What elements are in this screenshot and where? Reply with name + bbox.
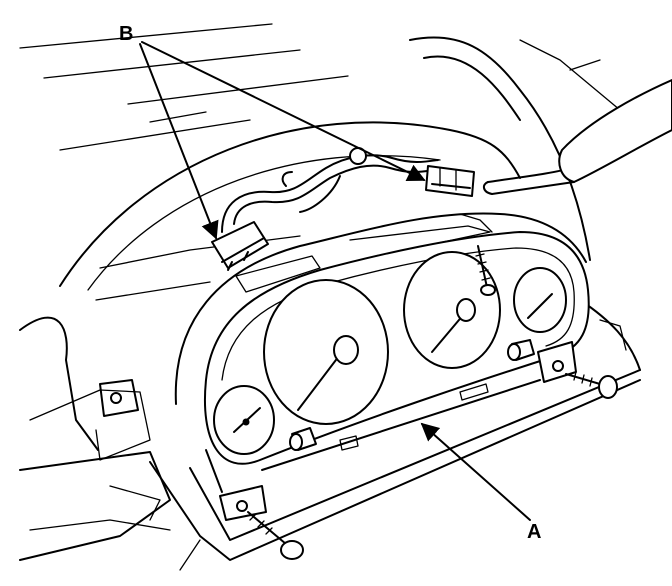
callout-b-leader-left — [139, 43, 219, 240]
callout-b: B — [119, 23, 426, 240]
callout-a-label: A — [527, 521, 541, 543]
mounting-screw-right — [565, 371, 618, 399]
mounting-screw-bottom — [247, 511, 304, 560]
screwdriver — [482, 79, 672, 195]
harness-connector-left — [211, 221, 269, 271]
callout-a: A — [420, 422, 541, 543]
wiring-harness — [221, 147, 439, 233]
callout-b-label: B — [119, 23, 133, 45]
dashboard-background — [19, 23, 641, 571]
mounting-screw-top — [475, 245, 496, 296]
callout-b-leader-right — [141, 41, 426, 181]
harness-connector-right — [425, 165, 475, 197]
callout-a-leader — [420, 422, 531, 521]
